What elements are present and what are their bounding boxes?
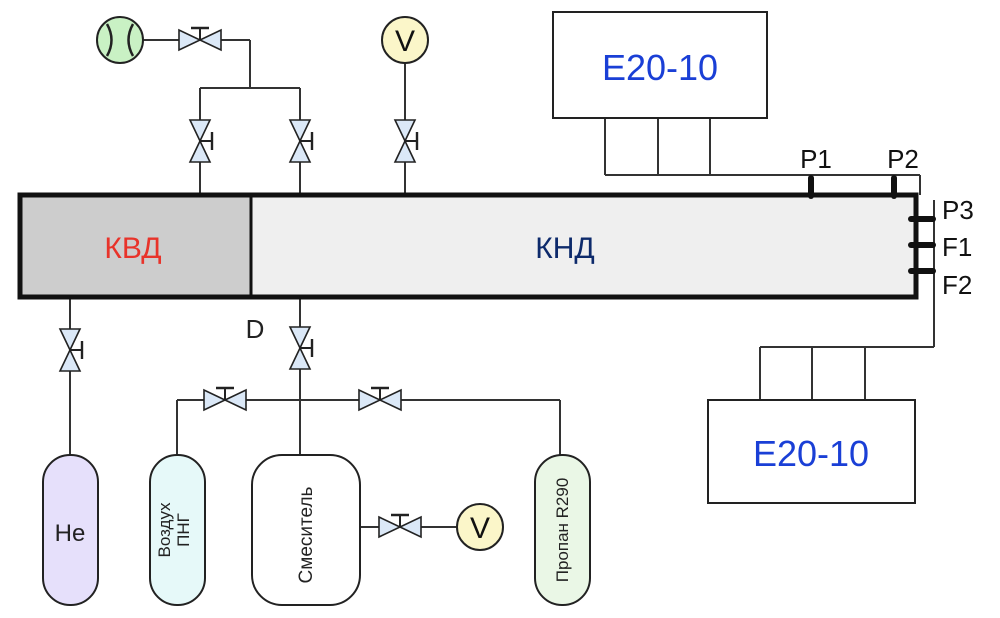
adc-bottom: E20-10 [707, 399, 916, 504]
air-label-line2: ПНГ [174, 513, 193, 547]
high-pressure-evacuation-valve[interactable] [188, 118, 214, 164]
mixer-fill-valve[interactable] [288, 325, 314, 371]
sensor-p3-label: P3 [942, 195, 974, 225]
helium-label: He [55, 520, 86, 547]
sensor-f2-label: F2 [942, 270, 972, 300]
mixer-meter: V [456, 503, 504, 551]
low-pressure-label: КНД [535, 232, 594, 265]
vacuum-meter-label: V [395, 25, 415, 58]
propane-label: Пропан R290 [553, 478, 572, 583]
adc-top-label: E20-10 [602, 47, 718, 88]
sensor-p1-mark [808, 175, 814, 199]
sensor-p3-mark [908, 216, 936, 222]
sensor-f1-label: F1 [942, 232, 972, 262]
sensor-f1-mark [908, 242, 936, 248]
pump-valve[interactable] [177, 26, 223, 52]
air-label-line1: Воздух [155, 502, 174, 557]
high-pressure-section [20, 195, 251, 297]
mixer-label: Смеситель [296, 486, 317, 583]
vacuum-pump-icon [96, 16, 144, 64]
sensor-f2-mark [908, 268, 936, 274]
vacuum-meter-valve[interactable] [393, 118, 419, 164]
shock-tube: КВД КНД [17, 192, 919, 300]
propane-cylinder: Пропан R290 [534, 454, 591, 606]
high-pressure-label: КВД [104, 232, 161, 265]
low-pressure-section [251, 195, 916, 297]
helium-cylinder: He [42, 454, 99, 606]
vacuum-meter: V [381, 16, 429, 64]
helium-valve[interactable] [58, 327, 84, 373]
air-valve[interactable] [202, 386, 248, 412]
sensor-p2-mark [891, 175, 897, 199]
sensor-p1-label: P1 [800, 144, 832, 174]
mixer-meter-label: V [470, 512, 490, 545]
mixer-vessel: Смеситель [251, 454, 361, 606]
low-pressure-evacuation-valve[interactable] [288, 118, 314, 164]
adc-bottom-label: E20-10 [753, 433, 869, 474]
propane-valve[interactable] [357, 386, 403, 412]
mixer-meter-valve[interactable] [377, 513, 423, 539]
adc-top: E20-10 [552, 11, 768, 119]
sensor-p2-label: P2 [887, 144, 919, 174]
diaphragm-label: D [246, 314, 265, 344]
sensors: P1 P2 P3 F1 F2 [800, 144, 974, 300]
air-cylinder: Воздух ПНГ [149, 454, 206, 606]
